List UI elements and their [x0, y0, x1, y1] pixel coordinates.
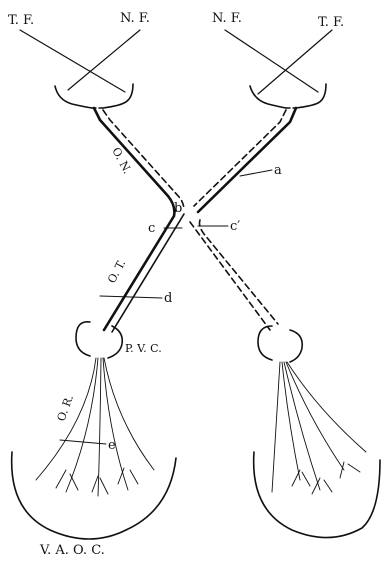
pointer-a — [240, 170, 272, 176]
right-eye-retina — [250, 84, 326, 108]
label-c: c — [148, 221, 155, 236]
right-visual-cortex — [254, 452, 380, 538]
right-tract-dashed — [200, 220, 279, 324]
label-or: O. R. — [55, 393, 77, 423]
tf-left-line — [20, 30, 125, 92]
right-pvc — [258, 326, 302, 362]
label-d: d — [164, 291, 172, 306]
right-nerve-solid — [198, 108, 296, 212]
label-c-prime: c′ — [230, 219, 240, 234]
visual-field-lines — [20, 30, 332, 94]
right-nerve-dashed — [194, 110, 286, 206]
label-nf-right: N. F. — [212, 11, 242, 26]
label-pvc: P. V. C. — [125, 342, 162, 355]
nf-left-line — [68, 30, 140, 90]
left-eye-retina — [55, 84, 133, 108]
left-optic-radiations — [36, 358, 154, 496]
label-vaoc: V. A. O. C. — [39, 543, 105, 558]
label-b: b — [174, 201, 182, 216]
tf-right-line — [258, 30, 332, 94]
left-pvc — [76, 322, 122, 358]
label-tf-right: T. F. — [318, 15, 344, 30]
label-nf-left: N. F. — [120, 11, 150, 26]
label-ot: O. T. — [105, 258, 128, 286]
label-e: e — [108, 438, 116, 453]
pointer-d — [100, 296, 162, 298]
left-visual-cortex — [12, 452, 176, 539]
right-pathway — [190, 108, 296, 330]
label-on: O. N. — [109, 145, 134, 176]
right-optic-radiations — [272, 362, 366, 494]
right-tract-dashed-2 — [190, 222, 270, 330]
label-a: a — [274, 163, 282, 178]
label-tf-left: T. F. — [8, 13, 34, 28]
